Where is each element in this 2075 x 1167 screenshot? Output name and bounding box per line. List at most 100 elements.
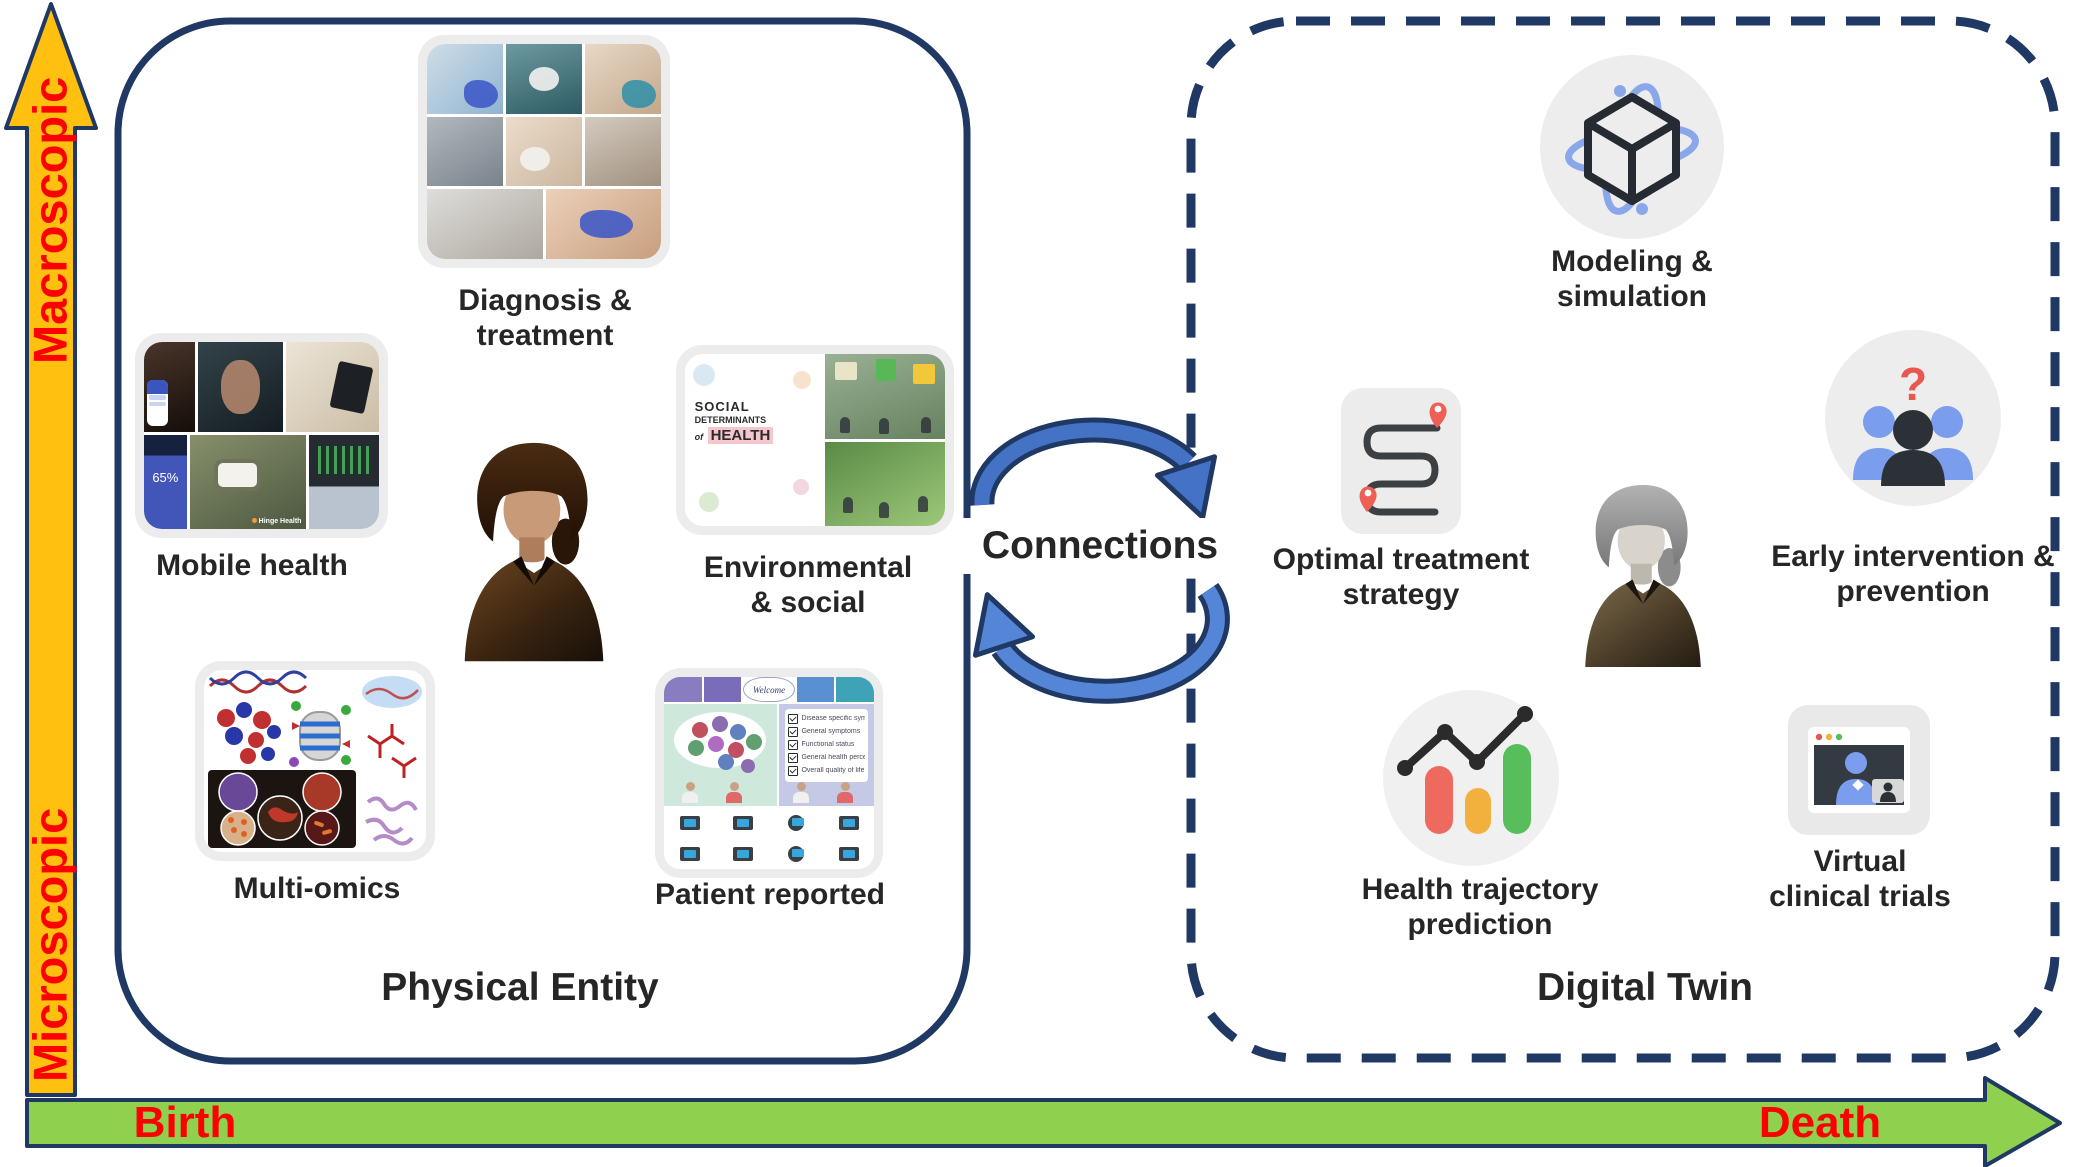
social-determinants-sketch-text: SOCIAL DETERMINANTS of HEALTH — [695, 399, 774, 447]
patient-figure — [837, 782, 854, 804]
sketch-line: of — [694, 432, 704, 443]
device-icon — [838, 815, 859, 830]
bandage-shape — [519, 147, 551, 171]
checkbox-icon — [788, 726, 799, 737]
brand-text: Hinge Health — [252, 518, 302, 525]
video-call-person-shape — [1836, 752, 1876, 805]
modeling-simulation-icon — [1540, 55, 1724, 239]
sign-shape — [835, 362, 858, 381]
device-icon-grid — [664, 808, 874, 869]
axis-label-microscopic: Microscopic — [23, 807, 77, 1082]
microbiome-panel-shape — [208, 770, 356, 848]
digital-twin-person-image — [1585, 485, 1701, 667]
question-mark-icon: ? — [1899, 358, 1927, 410]
device-icon — [732, 847, 753, 862]
sign-shape — [875, 359, 896, 382]
person-shape — [220, 359, 260, 414]
metabolite-structure-shape — [367, 724, 417, 778]
environmental-social-collage: SOCIAL DETERMINANTS of HEALTH — [676, 345, 954, 535]
checkbox-icon — [788, 765, 799, 776]
photo-tile — [285, 342, 379, 432]
checkbox-icon — [788, 713, 799, 724]
device-icon — [732, 815, 753, 830]
map-pin-icon — [1359, 486, 1377, 512]
bottom-arrowhead — [972, 592, 1036, 658]
phone-shape — [329, 360, 375, 414]
device-tile — [717, 839, 768, 869]
checklist-item: Overall quality of life — [801, 767, 865, 774]
health-trajectory-icon — [1383, 690, 1559, 866]
early-intervention-icon: ? — [1825, 330, 2001, 506]
label-optimal-treatment: Optimal treatment strategy — [1272, 543, 1530, 611]
protein-structure-shape — [217, 702, 281, 764]
optimal-treatment-icon — [1341, 388, 1461, 534]
glove-shape — [580, 210, 634, 239]
horizontal-axis-arrow — [25, 1076, 2062, 1167]
chart-lines-shape — [317, 445, 371, 475]
sign-shape — [913, 364, 936, 385]
photo-tile — [585, 116, 661, 187]
label-patient-reported: Patient reported — [654, 878, 886, 911]
doctor-figure — [682, 782, 698, 804]
header-tile — [836, 677, 874, 702]
person-shape — [918, 496, 929, 513]
label-early-intervention: Early intervention & prevention — [1771, 540, 2055, 608]
device-tile — [823, 808, 874, 838]
checklist-panel: Disease specific symptoms General sympto… — [779, 704, 874, 806]
app-screen-shape — [147, 379, 169, 427]
photo-tile — [427, 44, 503, 114]
mobile-health-collage: 65% Hinge Health — [135, 333, 388, 538]
person-shape — [843, 497, 854, 514]
map-pin-icon — [1429, 402, 1447, 428]
label-virtual-clinical-trials: Virtual clinical trials — [1769, 845, 1951, 913]
glove-shape — [621, 80, 657, 109]
axis-label-macroscopic: Macroscopic — [23, 76, 77, 365]
device-icon — [787, 814, 804, 831]
device-tile — [770, 808, 821, 838]
photo-tile — [427, 116, 503, 187]
checklist-item: General health perceptions — [801, 754, 865, 761]
label-environmental-social: Environmental & social — [703, 551, 913, 619]
photo-tile — [506, 44, 582, 114]
glove-shape — [463, 80, 499, 109]
pastel-dot — [793, 371, 812, 390]
battery-phone-tile: 65% — [144, 434, 187, 529]
sketch-line: SOCIAL — [694, 398, 750, 414]
park-photo-tile — [825, 441, 945, 526]
photo-tile — [309, 434, 379, 529]
device-tile — [717, 808, 768, 838]
device-icon — [679, 815, 700, 830]
person-shape — [920, 417, 931, 434]
checkbox-icon — [788, 739, 799, 750]
diagnosis-treatment-collage — [418, 35, 670, 268]
sketch-line: DETERMINANTS — [694, 414, 767, 425]
protest-photo-tile — [825, 354, 945, 439]
axis-label-death: Death — [1758, 1097, 1882, 1147]
multi-omics-illustration — [204, 670, 426, 852]
symptom-bubble-panel — [664, 704, 778, 806]
device-icon — [679, 847, 700, 862]
sketch-tile: SOCIAL DETERMINANTS of HEALTH — [685, 354, 823, 526]
device-tile — [664, 839, 715, 869]
foreground-person-shape — [1881, 410, 1945, 486]
photo-tile — [545, 189, 661, 259]
checklist-item: Disease specific symptoms — [801, 715, 865, 722]
multi-omics-collage — [195, 661, 435, 861]
device-tile — [823, 839, 874, 869]
device-icon — [787, 846, 804, 863]
wearable-device-shape — [217, 462, 258, 488]
dna-ellipse-shape — [362, 676, 422, 708]
photo-tile — [506, 116, 582, 187]
pastel-dot — [698, 492, 719, 513]
connection-cycle-arrows — [969, 417, 1230, 704]
wearable-arm-tile: Hinge Health — [189, 434, 307, 529]
trend-line-shape — [1401, 710, 1529, 772]
device-tile — [664, 808, 715, 838]
axis-label-birth: Birth — [133, 1097, 237, 1147]
virtual-clinical-trials-icon — [1788, 705, 1930, 835]
person-shape — [879, 501, 890, 518]
checklist-item: Functional status — [801, 741, 855, 748]
photo-tile — [585, 44, 661, 114]
picture-in-picture-shape — [1872, 779, 1904, 803]
